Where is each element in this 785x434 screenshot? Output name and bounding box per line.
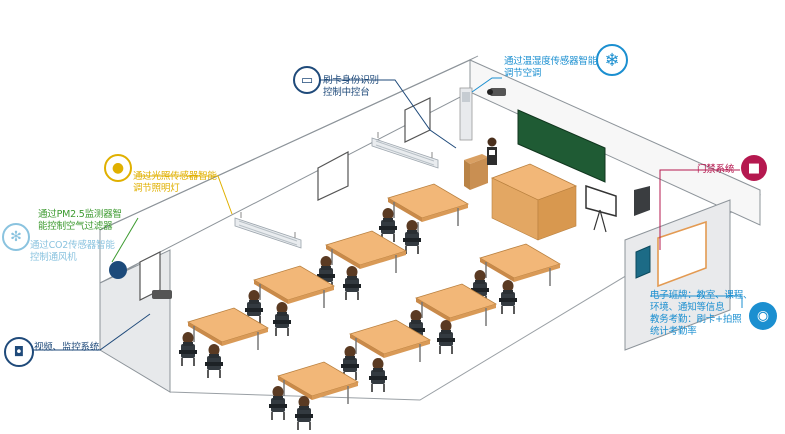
co2-line1: 通过CO2传感器智能 <box>30 240 115 251</box>
access-line2: 控制中控台 <box>323 87 370 98</box>
snowflake-icon: ❄ <box>596 44 628 76</box>
ac-line2: 调节空调 <box>504 68 542 79</box>
co2-line2: 控制通风机 <box>30 252 77 263</box>
board-line1: 电子班牌：教室、课程、 <box>650 290 753 301</box>
board-line3: 教务考勤：刷卡+拍照 <box>650 314 742 325</box>
door-line1: 门禁系统 <box>697 164 735 175</box>
fan-icon: ✻ <box>2 223 30 251</box>
pm-line2: 能控制空气过滤器 <box>38 221 113 232</box>
padlock-icon: ■ <box>741 155 767 181</box>
cctv-camera-icon: ◘ <box>4 337 34 367</box>
light-line2: 调节照明灯 <box>133 183 180 194</box>
co2-label: 通过CO2传感器智能 控制通风机 <box>30 240 115 264</box>
pm-label: 通过PM2.5监测器智 能控制空气过滤器 <box>38 209 122 233</box>
ac-label: 通过温湿度传感器智能 调节空调 <box>504 56 597 80</box>
door-label: 门禁系统 <box>697 164 734 176</box>
access-label: 刷卡身份识别 控制中控台 <box>323 75 379 99</box>
video-line1: 视频、监控系统 <box>34 342 100 353</box>
board-line2: 环境、通知等信息 <box>650 302 725 313</box>
access-line1: 刷卡身份识别 <box>323 75 379 86</box>
light-line1: 通过光照传感器智能 <box>133 171 217 182</box>
pm-line1: 通过PM2.5监测器智 <box>38 209 122 220</box>
board-label: 电子班牌：教室、课程、 环境、通知等信息 教务考勤：刷卡+拍照 统计考勤率 <box>650 290 753 338</box>
light-bulb-icon: ● <box>104 154 132 182</box>
eye-icon: ◉ <box>749 302 777 330</box>
id-card-reader-icon: ▭ <box>293 66 321 94</box>
video-label: 视频、监控系统 <box>34 342 99 354</box>
light-label: 通过光照传感器智能 调节照明灯 <box>133 171 217 195</box>
ac-line1: 通过温湿度传感器智能 <box>504 56 598 67</box>
board-line4: 统计考勤率 <box>650 326 697 337</box>
